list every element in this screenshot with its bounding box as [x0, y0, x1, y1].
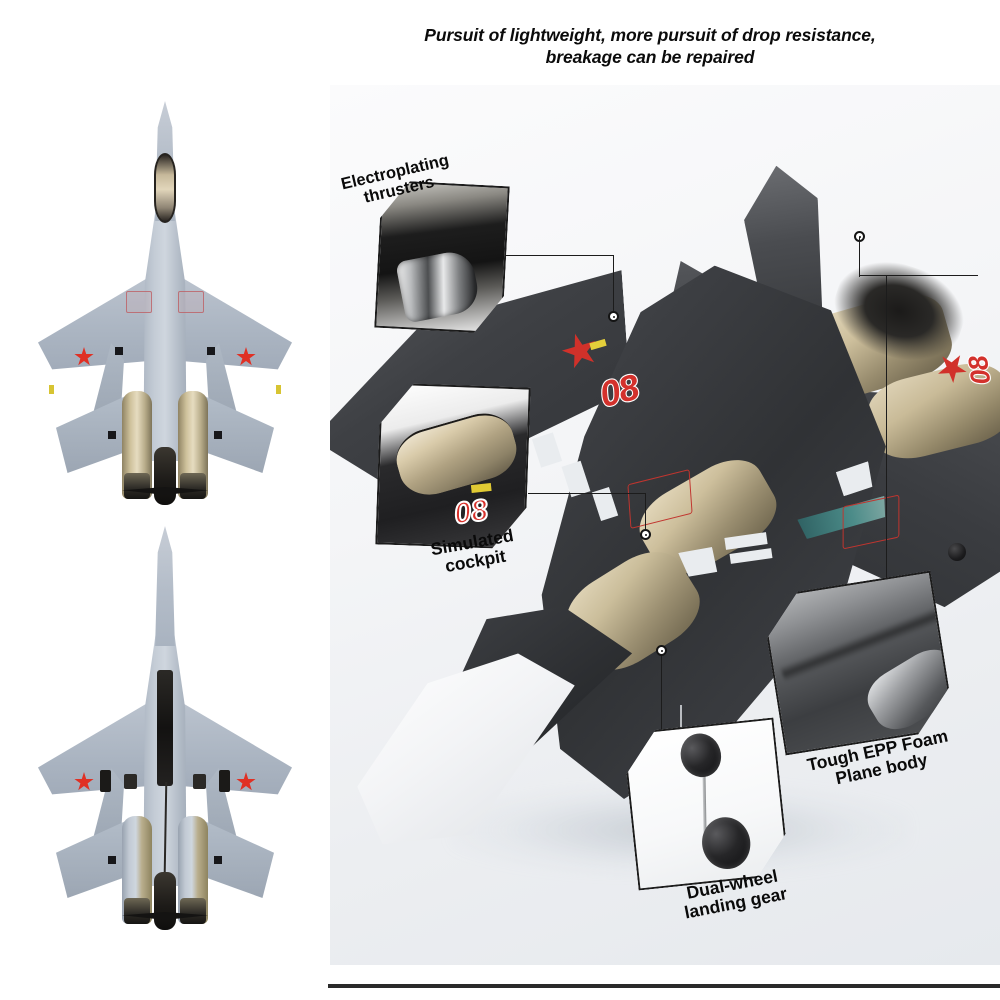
leader-line-cockpit-h: [528, 493, 646, 495]
plane-top-silhouette: [30, 95, 300, 505]
left-views-panel: [0, 95, 330, 930]
detail-box-simulated-cockpit[interactable]: 08: [375, 382, 531, 549]
leader-line-foam-v2: [859, 237, 861, 277]
right-stabilizer-underside: [202, 820, 274, 898]
servo-horn-right: [193, 774, 206, 789]
electronics-bay: [157, 670, 173, 786]
left-wing: [38, 273, 156, 370]
right-wing-underside: [174, 698, 292, 795]
right-horizontal-stabilizer: [202, 395, 274, 473]
black-marker-3: [108, 431, 116, 439]
cockpit-canopy: [154, 153, 176, 223]
left-engine-nacelle: [122, 391, 152, 499]
left-horizontal-stabilizer: [56, 395, 128, 473]
leader-target-cockpit: [640, 529, 651, 540]
right-wing: [174, 273, 292, 370]
yellow-marker-left: [49, 385, 54, 394]
detail-box-landing-gear[interactable]: [622, 717, 790, 890]
plane-bottom-view: [0, 520, 330, 930]
left-engine-underside: [122, 816, 152, 924]
right-engine-nacelle: [178, 391, 208, 499]
leader-target-gear: [656, 645, 667, 656]
servo-left: [100, 770, 111, 792]
black-marker-2: [207, 347, 215, 355]
leader-line-thruster-h: [506, 255, 614, 257]
black-marker-underside-1: [108, 856, 116, 864]
yellow-marker-right: [276, 385, 281, 394]
footer-divider: [328, 984, 1000, 988]
left-wing-underside: [38, 698, 156, 795]
tail-fin-underside: [122, 912, 208, 920]
hero-product-photo: 08 08: [330, 85, 1000, 965]
leader-target-thruster: [608, 311, 619, 322]
leader-line-cockpit-v: [645, 493, 647, 535]
page-title: Pursuit of lightweight, more pursuit of …: [330, 24, 970, 69]
hero-wing-number: 08: [962, 353, 998, 387]
panel-marking-right: [178, 291, 204, 313]
left-stabilizer-underside: [56, 820, 128, 898]
detail-box-electroplating-thrusters[interactable]: [374, 180, 510, 334]
leader-line-gear-v: [661, 655, 663, 741]
detail-cockpit-number: 08: [452, 493, 490, 531]
black-marker-1: [115, 347, 123, 355]
leader-line-foam-v: [886, 275, 888, 593]
leader-line-foam-h2: [859, 275, 887, 277]
servo-horn-left: [124, 774, 137, 789]
hero-rear-landing-gear: [948, 543, 984, 583]
gear-strut: [680, 705, 682, 731]
gear-wheel-rear: [948, 543, 966, 561]
plane-bottom-silhouette: [30, 520, 300, 930]
nose-cone-underside: [155, 526, 175, 646]
leader-line-foam-h: [886, 275, 978, 277]
tail-fin: [122, 487, 208, 495]
headline-line-1: Pursuit of lightweight, more pursuit of …: [424, 25, 876, 45]
leader-line-thruster-v: [613, 255, 615, 317]
tail-cone: [154, 447, 176, 505]
servo-right: [219, 770, 230, 792]
black-marker-4: [214, 431, 222, 439]
tail-cone-underside: [154, 872, 176, 930]
headline-line-2: breakage can be repaired: [545, 47, 755, 68]
right-engine-underside: [178, 816, 208, 924]
panel-marking-left: [126, 291, 152, 313]
black-marker-underside-2: [214, 856, 222, 864]
plane-top-view: [0, 95, 330, 505]
